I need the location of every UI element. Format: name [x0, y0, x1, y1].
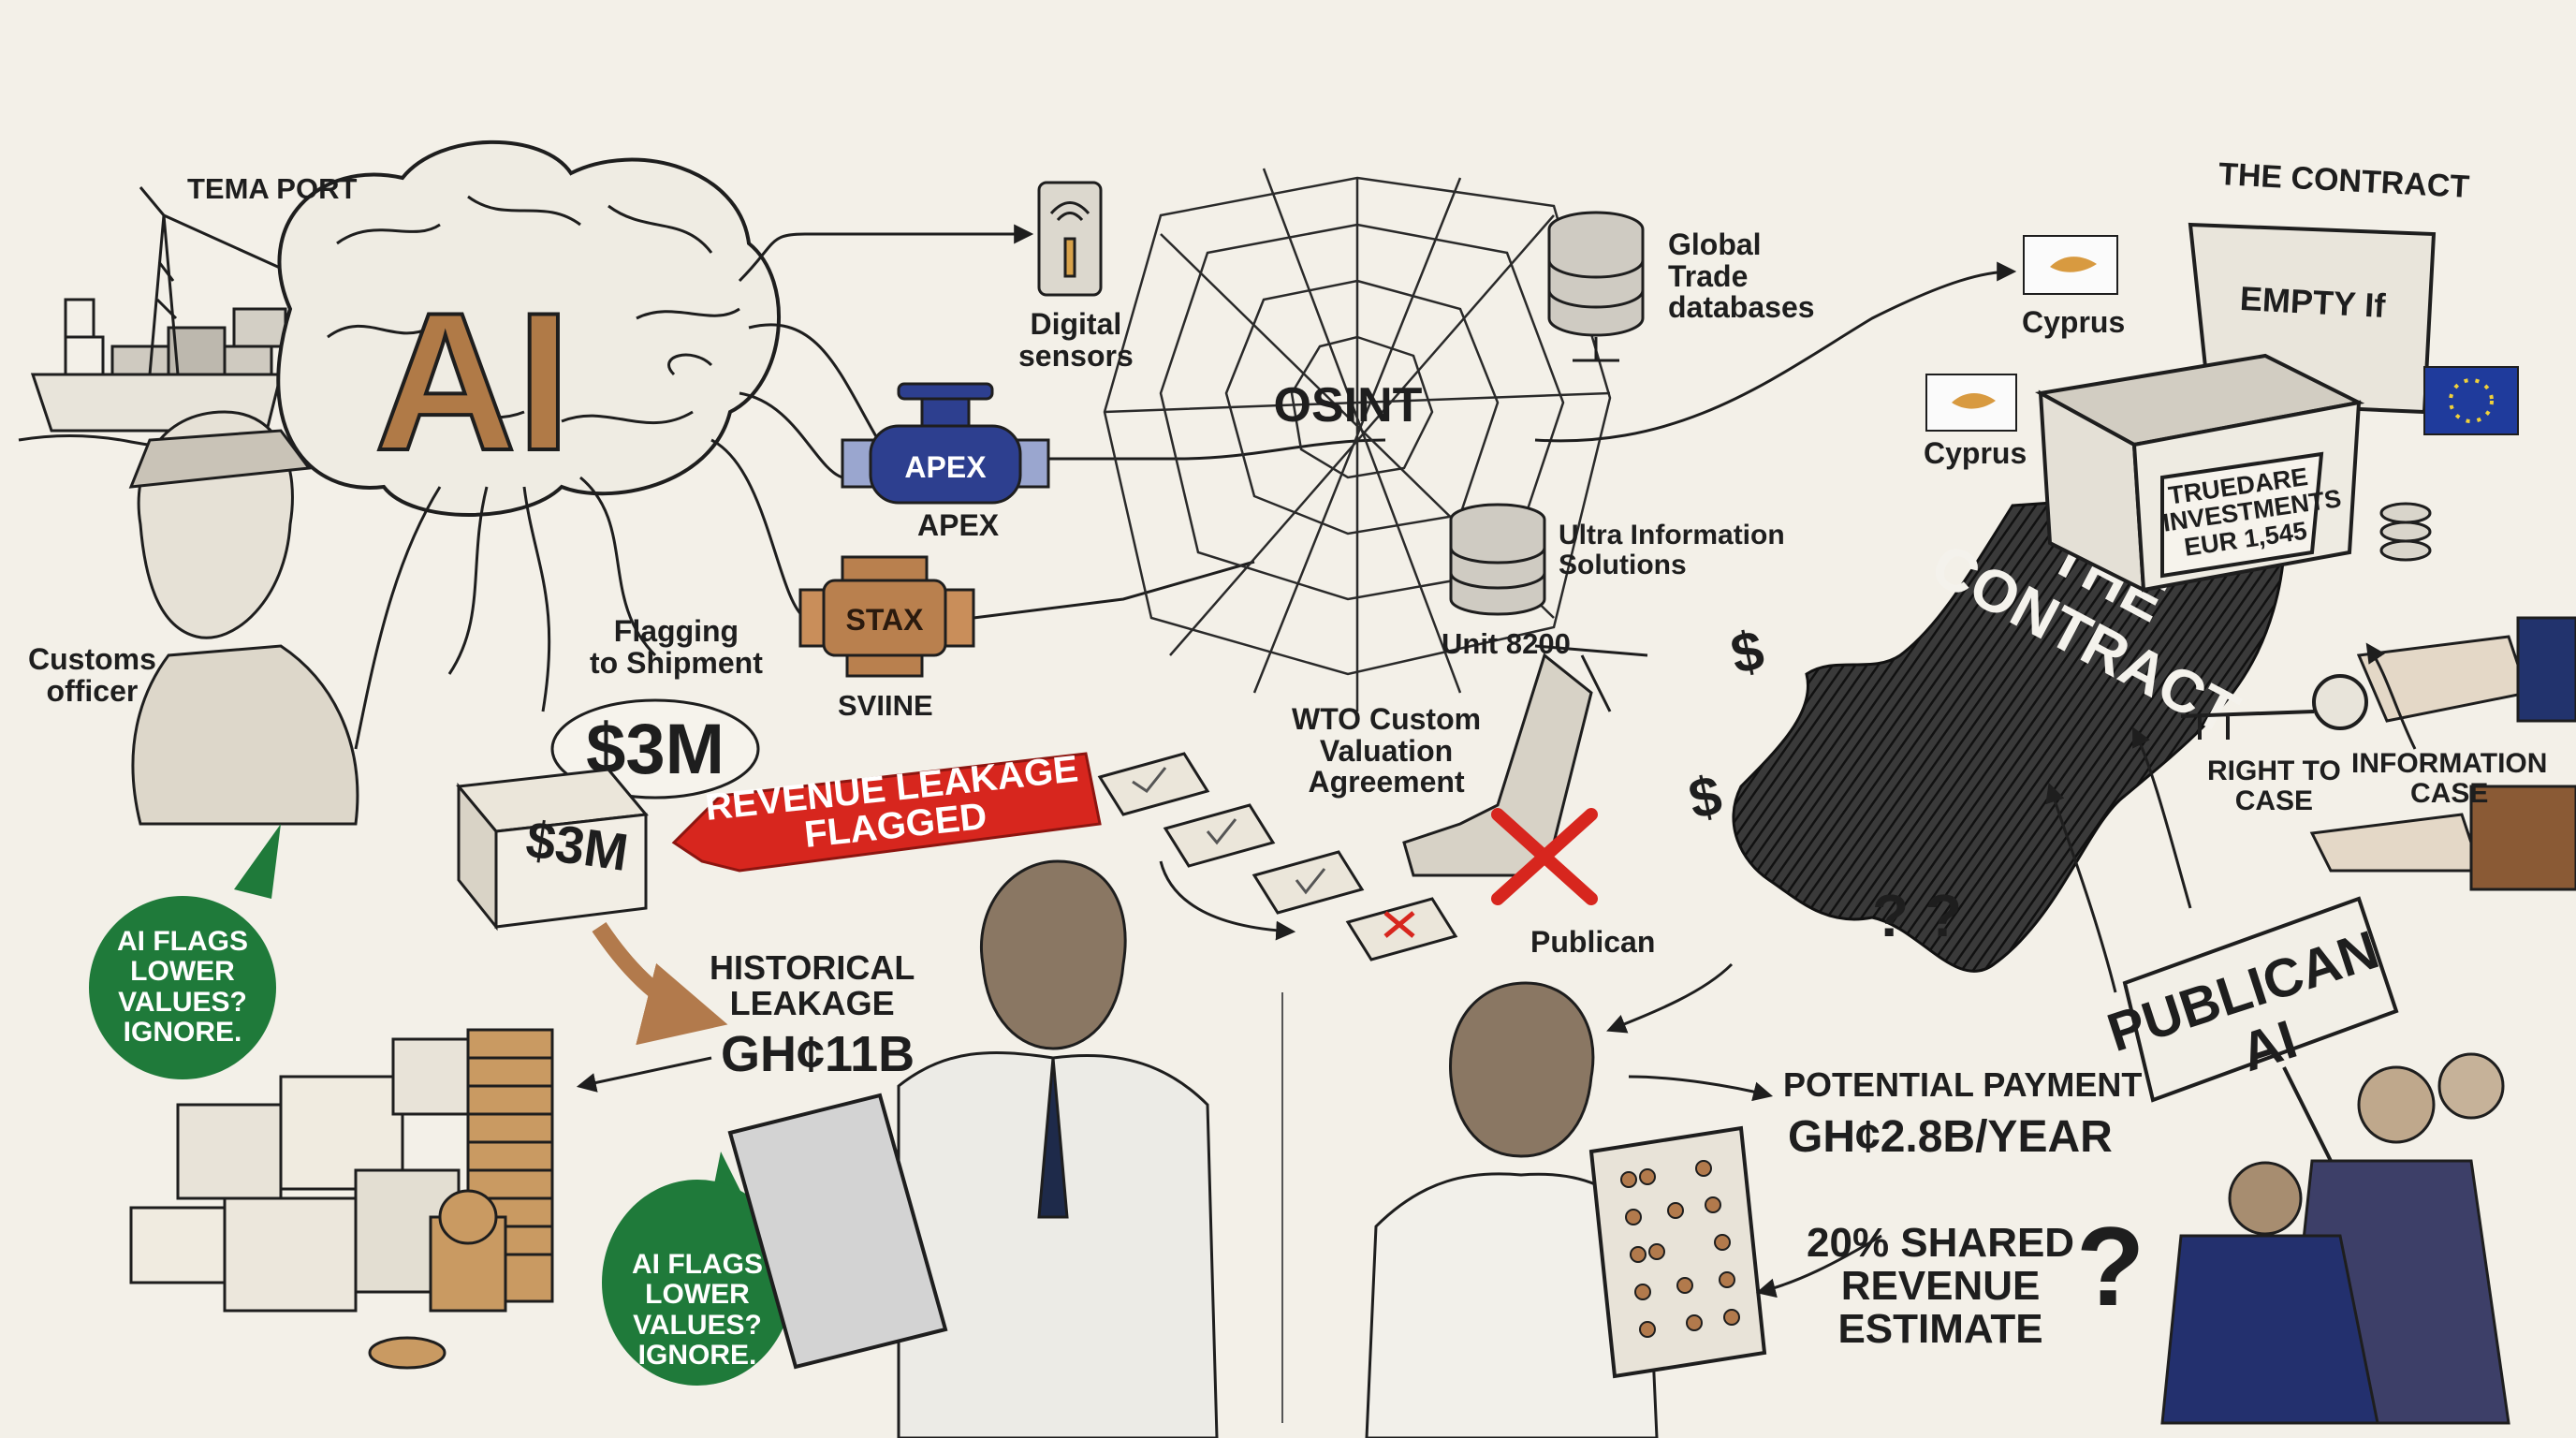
stax-engine-icon: [798, 555, 975, 678]
bubble-1-text: AI FLAGS LOWER VALUES? IGNORE.: [117, 926, 248, 1049]
cargo-ship-icon: [18, 298, 283, 448]
tema-port-label: TEMA PORT: [187, 172, 358, 205]
red-x-icon: [1491, 808, 1598, 905]
apex-valve-icon: [841, 382, 1050, 505]
global-trade-label: Global Trade databases: [1668, 227, 1815, 325]
abacus-icon: [1588, 1125, 1767, 1379]
stax-engine-label: STAX: [846, 603, 925, 637]
revenue-leakage-text: REVENUE LEAKAGE FLAGGED: [703, 748, 1080, 857]
speech-bubble-2: [602, 1152, 793, 1386]
apex-valve-label: APEX: [904, 450, 987, 484]
empty-lid-label: EMPTY If: [2239, 279, 2387, 325]
publican-man-figure: [1365, 981, 1659, 1438]
three-m-box-label: $3M: [522, 809, 632, 882]
officer-with-tablet-figure: [897, 859, 1219, 1438]
database-icon: [1547, 211, 1645, 362]
coin-stack-small-icon: [2379, 502, 2432, 562]
key-icon: [2180, 674, 2368, 740]
potential-payment-label: POTENTIAL PAYMENT: [1783, 1065, 2143, 1104]
digital-sensors-label: Digital sensors: [1018, 307, 1134, 373]
hand-figures: [2309, 616, 2576, 891]
ghc-11b-label: GH¢11B: [721, 1026, 915, 1082]
wto-label: WTO Custom Valuation Agreement: [1292, 702, 1482, 800]
unit-8200-label: Unit 8200: [1442, 627, 1571, 660]
apex-caption: APEX: [917, 508, 1000, 542]
customs-officer-label: Customs officer: [28, 642, 156, 708]
tablet-icon: [727, 1093, 948, 1370]
osint-label: OSINT: [1274, 378, 1423, 433]
historical-leakage-label: HISTORICAL LEAKAGE: [710, 948, 915, 1022]
cargo-box-icon: [456, 768, 649, 932]
ai-logo-text: AI: [374, 271, 571, 492]
server-icon: [1449, 503, 1546, 616]
coins-arrow: [576, 1056, 712, 1093]
sviine-label: SVIINE: [838, 689, 933, 722]
right-to-case-label: RIGHT TO CASE: [2207, 756, 2341, 816]
information-case-label: INFORMATION CASE: [2351, 748, 2548, 809]
protest-crowd: [2160, 1052, 2510, 1425]
contract-shadow: [1732, 485, 2286, 973]
shared-revenue-label: 20% SHARED REVENUE ESTIMATE: [1807, 1220, 2075, 1353]
shadow-question-marks: ? ?: [1872, 882, 1962, 949]
bubble-2-text: AI FLAGS LOWER VALUES? IGNORE.: [632, 1249, 763, 1372]
historical-arrow: [592, 922, 728, 1046]
eu-flag-icon: [2423, 366, 2519, 435]
ultra-info-label: Ultra Information Solutions: [1559, 520, 1785, 580]
cyprus-label-1: Cyprus: [2022, 305, 2126, 339]
publican-small-label: Publican: [1530, 925, 1656, 959]
ghc-2-8b-label: GH¢2.8B/YEAR: [1788, 1112, 2113, 1162]
revenue-banner-shape: [671, 752, 1102, 873]
digital-sensor-icon: [1037, 181, 1103, 297]
cyprus-flag-icon: [1925, 235, 2118, 432]
coin-stack-icon: [129, 1028, 554, 1370]
treasure-chest-icon: [2034, 222, 2437, 594]
cyprus-label-2: Cyprus: [1924, 436, 2027, 470]
flagging-label: Flagging to Shipment: [590, 614, 763, 680]
right-side-arrows: [1606, 642, 2417, 1299]
wto-arrow: [1159, 860, 1296, 941]
database-connectors: [1534, 261, 2017, 443]
wto-tiles: [1097, 752, 1458, 961]
shared-revenue-question: ?: [2076, 1204, 2145, 1329]
boot-icon: [1402, 644, 1648, 877]
speech-bubble-1: [89, 824, 281, 1079]
customs-officer-figure: [128, 410, 359, 826]
